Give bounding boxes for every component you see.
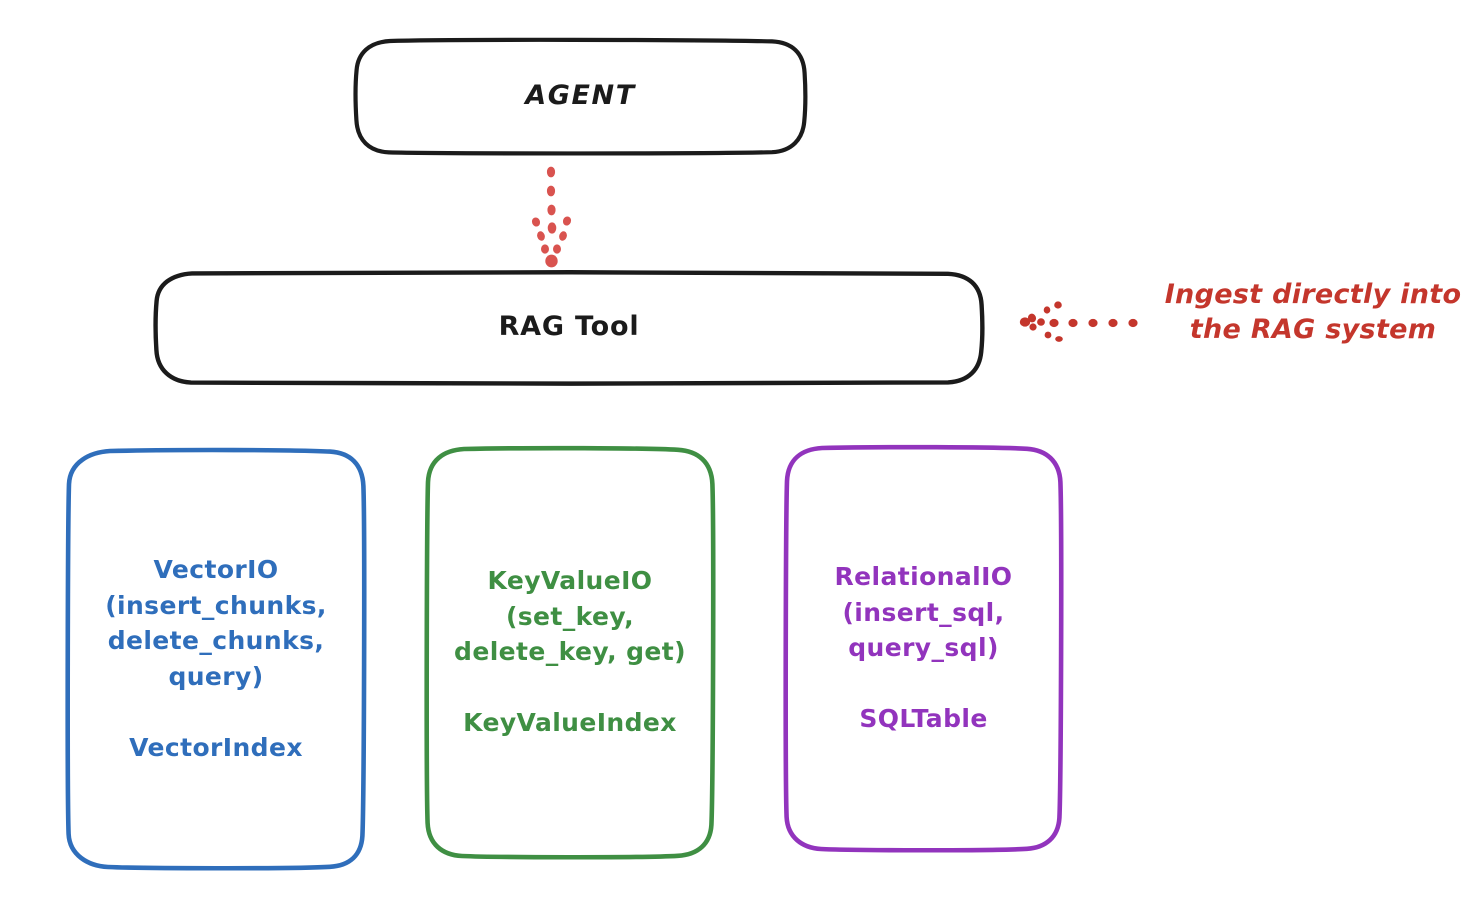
node-relational-io-label: RelationalIO (insert_sql, query_sql) SQL… <box>834 562 1013 734</box>
agent-box-outline <box>353 37 808 156</box>
agent-to-rag-arrow <box>531 166 572 268</box>
key-value-io-box-outline <box>424 445 716 860</box>
node-rag-tool[interactable]: RAG Tool <box>156 272 982 383</box>
node-key-value-io-label: KeyValueIO (set_key, delete_key, get) Ke… <box>454 566 686 738</box>
node-agent-label: AGENT <box>525 80 636 112</box>
ingest-arrow <box>1019 301 1138 342</box>
node-agent[interactable]: AGENT <box>356 40 805 153</box>
relational-io-box-outline <box>783 444 1064 853</box>
connector-ingest-arrow[interactable] <box>1020 300 1140 344</box>
connector-agent-to-rag[interactable] <box>520 160 580 265</box>
rag-tool-box-outline <box>153 270 985 386</box>
annotation-ingest-note: Ingest directly into the RAG system <box>1164 279 1462 345</box>
node-key-value-io[interactable]: KeyValueIO (set_key, delete_key, get) Ke… <box>427 448 713 856</box>
node-rag-tool-label: RAG Tool <box>498 311 640 343</box>
node-relational-io[interactable]: RelationalIO (insert_sql, query_sql) SQL… <box>786 447 1061 849</box>
node-vector-io[interactable]: VectorIO (insert_chunks, delete_chunks, … <box>68 450 364 867</box>
node-vector-io-label: VectorIO (insert_chunks, delete_chunks, … <box>105 555 327 762</box>
vector-io-box-outline <box>65 447 367 871</box>
